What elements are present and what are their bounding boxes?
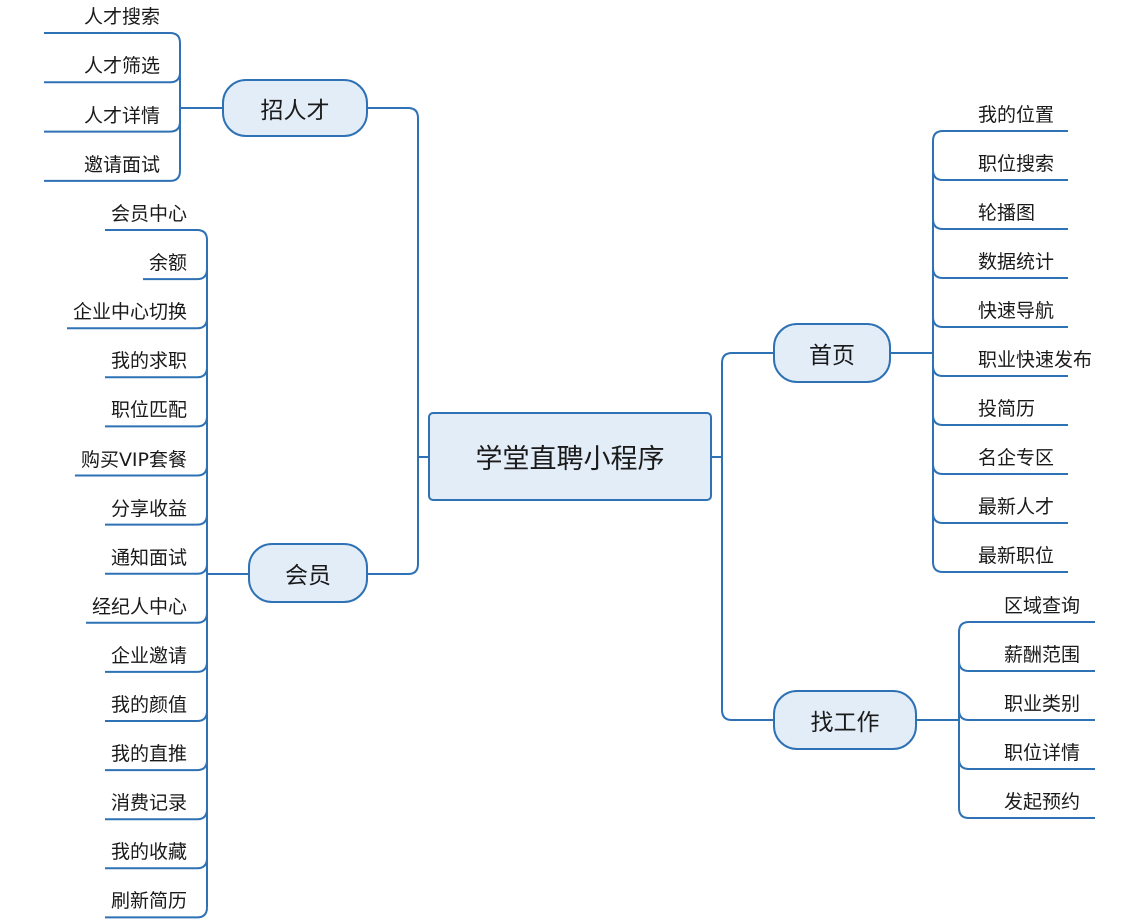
branch-job: 找工作 — [773, 690, 917, 750]
leaf-home-2: 轮播图 — [978, 202, 1036, 224]
leaf-connector-recruit-3 — [44, 170, 181, 182]
leaf-home-8: 最新人才 — [978, 496, 1055, 518]
leaf-member-4: 职位匹配 — [110, 399, 187, 422]
leaf-connector-member-0 — [104, 229, 208, 241]
leaf-member-0: 会员中心 — [110, 203, 187, 225]
leaf-member-8: 经纪人中心 — [91, 595, 187, 618]
leaf-member-14: 刷新简历 — [110, 890, 187, 913]
leaf-connector-recruit-0 — [44, 32, 181, 44]
leaf-home-9: 最新职位 — [978, 545, 1055, 567]
leaf-job-0: 区域查询 — [1004, 595, 1081, 617]
leaf-member-9: 企业邀请 — [110, 644, 187, 667]
leaf-home-3: 数据统计 — [978, 251, 1055, 273]
leaf-member-5: 购买VIP套餐 — [80, 448, 187, 471]
leaf-member-3: 我的求职 — [110, 350, 187, 373]
leaf-home-4: 快速导航 — [978, 300, 1055, 322]
branch-home: 首页 — [773, 323, 891, 383]
leaf-member-7: 通知面试 — [110, 546, 187, 569]
root-label: 学堂直聘小程序 — [475, 444, 665, 475]
leaf-connector-home-0 — [932, 130, 1068, 142]
leaf-job-3: 职位详情 — [1004, 742, 1081, 764]
leaf-recruit-0: 人才搜索 — [83, 6, 160, 28]
branch-member-label: 会员 — [285, 563, 331, 589]
leaf-home-7: 名企专区 — [978, 447, 1055, 469]
leaf-member-1: 余额 — [148, 252, 187, 275]
branch-recruit: 招人才 — [222, 79, 368, 137]
leaf-member-11: 我的直推 — [110, 743, 187, 766]
leaf-home-0: 我的位置 — [978, 104, 1055, 126]
leaf-job-1: 薪酬范围 — [1004, 644, 1081, 666]
leaf-job-4: 发起预约 — [1004, 791, 1081, 813]
branch-member: 会员 — [248, 543, 368, 603]
branch-home-label: 首页 — [809, 343, 855, 369]
leaf-home-6: 投简历 — [978, 398, 1036, 420]
root-node: 学堂直聘小程序 — [428, 412, 712, 501]
leaf-member-12: 消费记录 — [110, 792, 187, 815]
leaf-recruit-2: 人才详情 — [83, 104, 160, 127]
leaf-recruit-1: 人才筛选 — [83, 55, 160, 78]
connector-root-member — [368, 457, 419, 575]
leaf-job-2: 职业类别 — [1004, 693, 1081, 715]
leaf-member-6: 分享收益 — [110, 497, 187, 520]
leaf-member-10: 我的颜值 — [110, 694, 187, 716]
connector-root-home — [712, 352, 773, 458]
leaf-member-2: 企业中心切换 — [72, 301, 187, 324]
leaf-recruit-3: 邀请面试 — [83, 153, 160, 176]
connector-root-job — [721, 457, 773, 721]
connector-root-recruit — [368, 107, 428, 458]
leaf-connector-job-4 — [958, 807, 1095, 819]
leaf-connector-home-9 — [932, 561, 1068, 573]
leaf-home-1: 职位搜索 — [978, 153, 1055, 175]
leaf-connector-job-0 — [958, 621, 1095, 633]
leaf-connector-member-14 — [104, 907, 208, 919]
leaf-member-13: 我的收藏 — [110, 841, 187, 864]
branch-job-label: 找工作 — [810, 710, 880, 736]
leaf-home-5: 职业快速发布 — [978, 349, 1093, 371]
branch-recruit-label: 招人才 — [260, 98, 330, 124]
